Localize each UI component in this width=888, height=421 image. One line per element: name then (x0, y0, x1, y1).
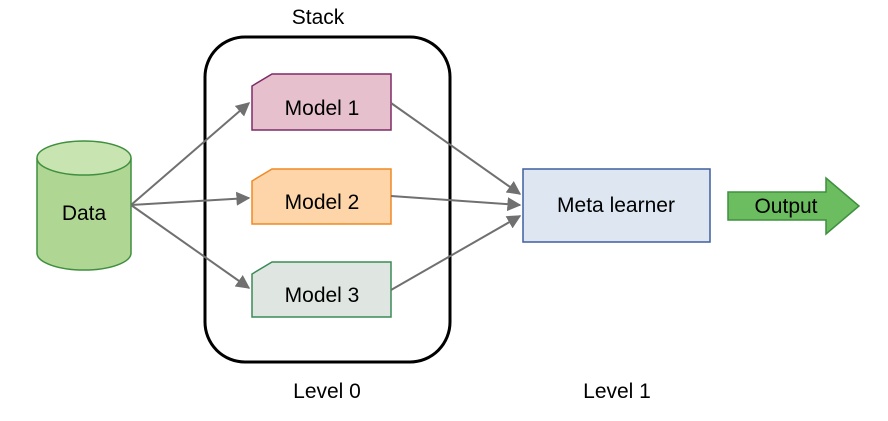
level-1-label: Level 1 (583, 380, 651, 403)
output-arrow-shape (727, 176, 861, 236)
arrow-data-to-model-3 (130, 204, 251, 289)
data-cylinder: Data (36, 140, 132, 271)
level-0-label: Level 0 (293, 380, 361, 403)
data-cylinder-body (36, 158, 132, 271)
model-3-node: Model 3 (251, 261, 392, 318)
model-3-box (251, 261, 392, 318)
output-label: Output (754, 195, 817, 218)
meta-learner-node: Meta learner (522, 168, 711, 243)
model-2-box (251, 168, 392, 225)
arrow-model-2-to-meta (390, 195, 522, 212)
meta-learner-box (522, 168, 711, 243)
model-1-box (251, 73, 392, 131)
arrow-data-to-model-2 (130, 191, 251, 206)
stack-title: Stack (292, 6, 345, 29)
model-1-label: Model 1 (285, 97, 360, 120)
data-cylinder-top (36, 140, 132, 176)
arrow-model-1-to-meta (390, 102, 522, 195)
model-2-node: Model 2 (251, 168, 392, 225)
arrow-data-to-model-1 (130, 102, 251, 206)
data-label: Data (62, 202, 107, 225)
model-3-label: Model 3 (285, 284, 360, 307)
output-node: Output (727, 176, 861, 236)
meta-learner-label: Meta learner (557, 194, 675, 217)
model-1-node: Model 1 (251, 73, 392, 131)
model-2-label: Model 2 (285, 191, 360, 214)
arrow-model-3-to-meta (390, 215, 522, 291)
